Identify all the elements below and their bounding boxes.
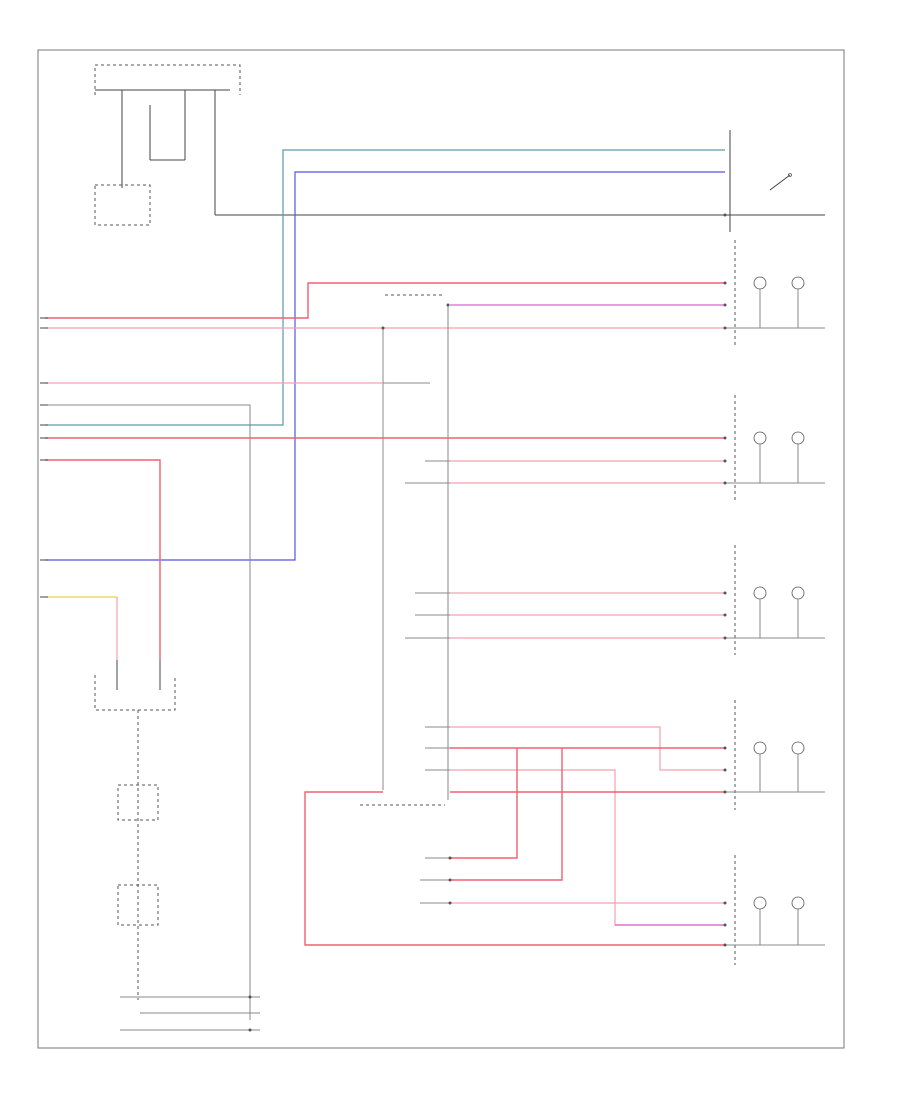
rear-lamps: [405, 545, 825, 655]
rr-lamps: [425, 700, 825, 926]
junction-top: [381, 294, 450, 800]
lf-door-switch: [723, 130, 792, 232]
top-fuse-block: [94, 64, 825, 226]
left-terminals: [40, 317, 48, 598]
black-wire-left: [45, 404, 251, 1020]
lf-lamps: [45, 240, 825, 345]
left-switch-chain: [45, 459, 260, 1032]
diagram-frame: [37, 49, 845, 1049]
rf-lamps: [45, 395, 825, 500]
teal-wire: [45, 149, 725, 426]
junction-bottom: [304, 748, 725, 946]
blue-wire-top: [45, 171, 725, 561]
lr-lamps: [723, 855, 825, 965]
